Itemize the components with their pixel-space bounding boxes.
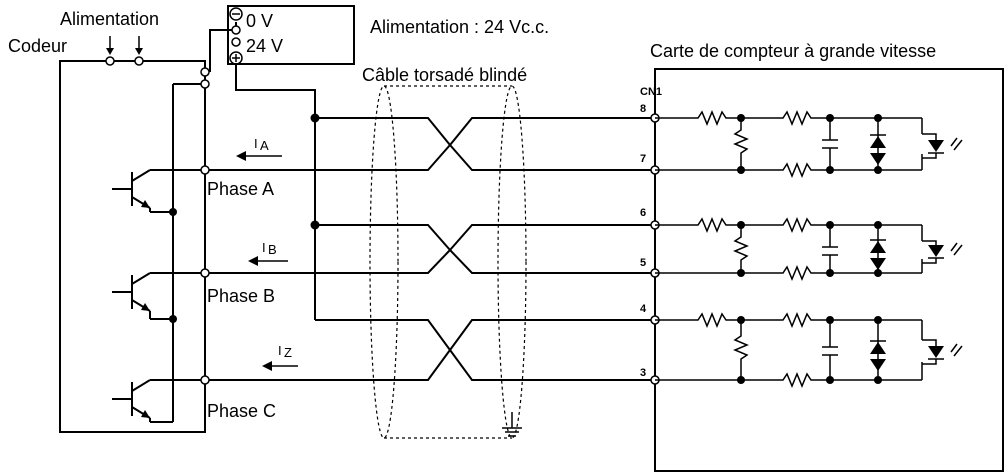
junction-dot xyxy=(169,208,177,216)
supply-0v-label: 0 V xyxy=(246,11,273,31)
svg-text:Z: Z xyxy=(284,345,292,360)
encoder-box-outline xyxy=(59,60,206,433)
input-circuit-a xyxy=(655,110,963,178)
npn-transistor-icon xyxy=(112,169,205,213)
supply-24v-label: 24 V xyxy=(246,36,283,56)
connector-label: CN1 xyxy=(640,86,662,98)
power-supply-box xyxy=(227,5,355,65)
svg-text:I: I xyxy=(262,240,266,255)
svg-text:I: I xyxy=(254,136,258,151)
npn-transistor-icon xyxy=(112,379,205,422)
npn-transistor-icon xyxy=(112,272,205,320)
svg-text:A: A xyxy=(260,138,269,153)
cable-shield xyxy=(369,85,527,439)
current-arrow-b: I B xyxy=(248,240,288,266)
current-arrow-a: I A xyxy=(236,136,282,161)
minus-icon xyxy=(229,7,243,21)
pin-label: 7 xyxy=(640,153,646,165)
input-circuit-c xyxy=(655,312,963,388)
board-label: Carte de compteur à grande vitesse xyxy=(650,41,936,61)
svg-text:B: B xyxy=(268,242,277,257)
pin-label: 4 xyxy=(640,303,647,315)
encoder-supply-label: Alimentation xyxy=(60,9,159,29)
input-circuit-b xyxy=(655,217,963,281)
encoder-supply-arrows xyxy=(106,36,143,55)
power-supply-label: Alimentation : 24 Vc.c. xyxy=(370,17,549,37)
cable-label: Câble torsadé blindé xyxy=(362,65,527,85)
twisted-pair-a xyxy=(400,117,500,171)
ground-icon xyxy=(502,412,522,437)
pin-label: 6 xyxy=(640,207,646,219)
encoder-supply-terminal xyxy=(105,56,115,66)
plus-icon xyxy=(229,51,243,65)
twisted-pair-b xyxy=(400,224,500,274)
junction-dot xyxy=(169,315,177,323)
supply-wire-24v xyxy=(235,64,316,320)
phase-label: Phase A xyxy=(207,179,274,199)
phase-label: Phase B xyxy=(207,286,275,306)
pin-label: 3 xyxy=(640,367,646,379)
phase-label: Phase C xyxy=(207,401,276,421)
encoder-label: Codeur xyxy=(8,36,67,56)
pin-label: 8 xyxy=(640,103,646,115)
twisted-pair-c xyxy=(400,319,500,381)
encoder-supply-terminal xyxy=(134,56,144,66)
svg-text:I: I xyxy=(278,343,282,358)
pin-label: 5 xyxy=(640,257,646,269)
current-arrow-c: I Z xyxy=(262,343,298,371)
